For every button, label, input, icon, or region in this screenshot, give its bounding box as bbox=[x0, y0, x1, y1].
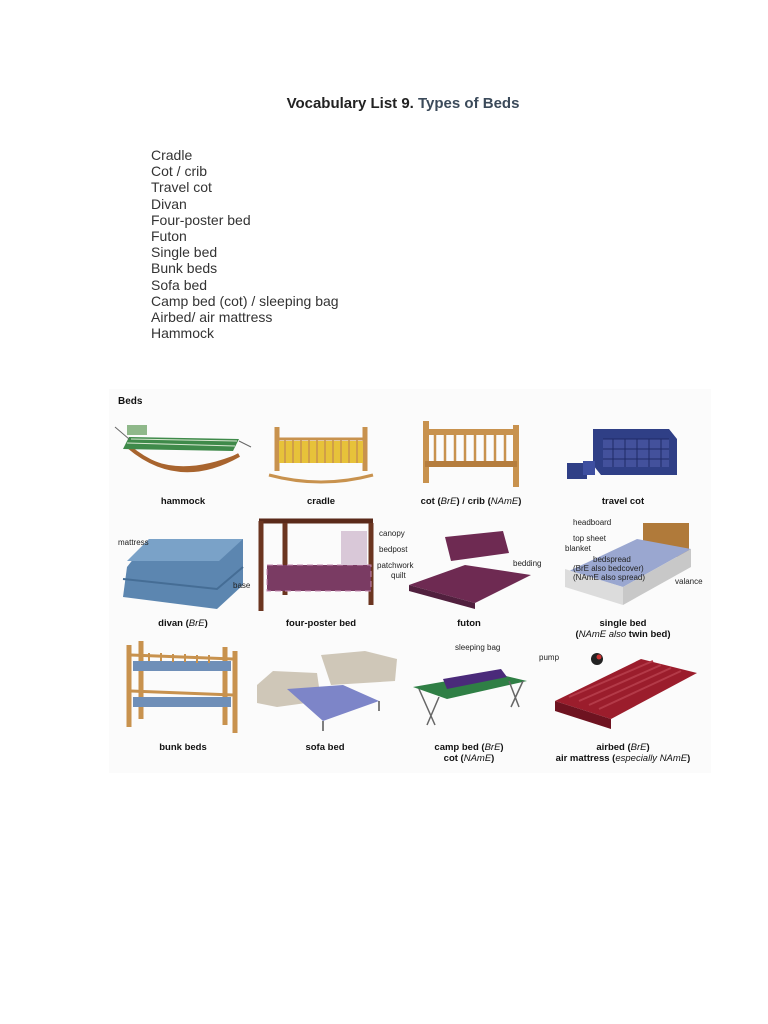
pump-callout: pump bbox=[539, 653, 560, 662]
travel-cot-image bbox=[567, 429, 677, 479]
vocab-item: Travel cot bbox=[151, 179, 212, 196]
divan-image bbox=[122, 539, 244, 609]
patchwork-callout: patchwork bbox=[377, 561, 414, 570]
camp-cot-label: cot (NAmE) bbox=[444, 753, 495, 764]
divan-label: divan (BrE) bbox=[158, 618, 208, 629]
hammock-label: hammock bbox=[161, 496, 206, 507]
airbed-image bbox=[555, 653, 697, 729]
travel-cot-label: travel cot bbox=[602, 496, 645, 507]
single-bed-sub-label: (NAmE also twin bed) bbox=[575, 629, 670, 640]
bunk-beds-label: bunk beds bbox=[159, 742, 207, 753]
futon-label: futon bbox=[457, 618, 481, 629]
bedspread-note-bre: (BrE also bedcover) bbox=[573, 564, 644, 573]
vocabulary-list: Cradle Cot / crib Travel cot Divan Four-… bbox=[151, 147, 339, 341]
cradle-label: cradle bbox=[307, 496, 335, 507]
document-title: Vocabulary List 9. Types of Beds bbox=[0, 95, 768, 112]
bunk-beds-image bbox=[126, 641, 238, 733]
valance-callout: valance bbox=[675, 577, 703, 586]
base-callout: base bbox=[233, 581, 251, 590]
title-main: Vocabulary List 9. bbox=[286, 95, 414, 112]
airbed-label: airbed (BrE) bbox=[596, 742, 649, 753]
bedspread-callout: bedspread bbox=[593, 555, 631, 564]
vocab-item: Divan bbox=[151, 195, 187, 212]
beds-illustration: Beds hammock cradle cot (BrE) / crib (NA… bbox=[109, 389, 711, 773]
camp-bed-image bbox=[413, 669, 527, 726]
air-mattress-label: air mattress (especially NAmE) bbox=[556, 753, 691, 764]
vocab-item: Cradle bbox=[151, 147, 193, 163]
hammock-image bbox=[114, 425, 252, 473]
cradle-image bbox=[268, 427, 374, 484]
vocab-item: Camp bed (cot) / sleeping bag bbox=[151, 292, 339, 309]
canopy-callout: canopy bbox=[379, 529, 405, 538]
title-accent: Types of Beds bbox=[418, 95, 520, 112]
futon-image bbox=[409, 531, 531, 609]
vocab-item: Airbed/ air mattress bbox=[151, 309, 273, 326]
quilt-callout: quilt bbox=[391, 571, 406, 580]
vocab-item: Single bed bbox=[151, 244, 218, 261]
four-poster-image bbox=[258, 518, 374, 611]
camp-bed-label: camp bed (BrE) bbox=[434, 742, 503, 753]
vocab-item: Four-poster bed bbox=[151, 211, 251, 228]
sleeping-bag-callout: sleeping bag bbox=[455, 643, 500, 652]
vocab-item: Bunk beds bbox=[151, 260, 218, 277]
headboard-callout: headboard bbox=[573, 518, 611, 527]
vocab-item: Futon bbox=[151, 228, 187, 245]
illustration-heading: Beds bbox=[118, 396, 143, 407]
beds-illustration-svg: Beds hammock cradle cot (BrE) / crib (NA… bbox=[114, 396, 703, 764]
vocab-item: Sofa bed bbox=[151, 276, 208, 293]
vocab-item: Hammock bbox=[151, 325, 215, 342]
four-poster-label: four-poster bed bbox=[286, 618, 356, 629]
bedpost-callout: bedpost bbox=[379, 545, 408, 554]
top-sheet-callout: top sheet bbox=[573, 534, 607, 543]
vocab-item: Cot / crib bbox=[151, 163, 208, 180]
single-bed-label: single bed bbox=[600, 618, 647, 629]
sofa-bed-label: sofa bed bbox=[305, 742, 344, 753]
mattress-callout: mattress bbox=[118, 538, 149, 547]
sofa-bed-image bbox=[257, 651, 397, 731]
bedspread-note-name: (NAmE also spread) bbox=[573, 573, 645, 582]
blanket-callout: blanket bbox=[565, 544, 592, 553]
bedding-callout: bedding bbox=[513, 559, 541, 568]
cot-label: cot (BrE) / crib (NAmE) bbox=[421, 496, 522, 507]
cot-image bbox=[423, 421, 519, 487]
single-bed-image bbox=[565, 523, 691, 605]
